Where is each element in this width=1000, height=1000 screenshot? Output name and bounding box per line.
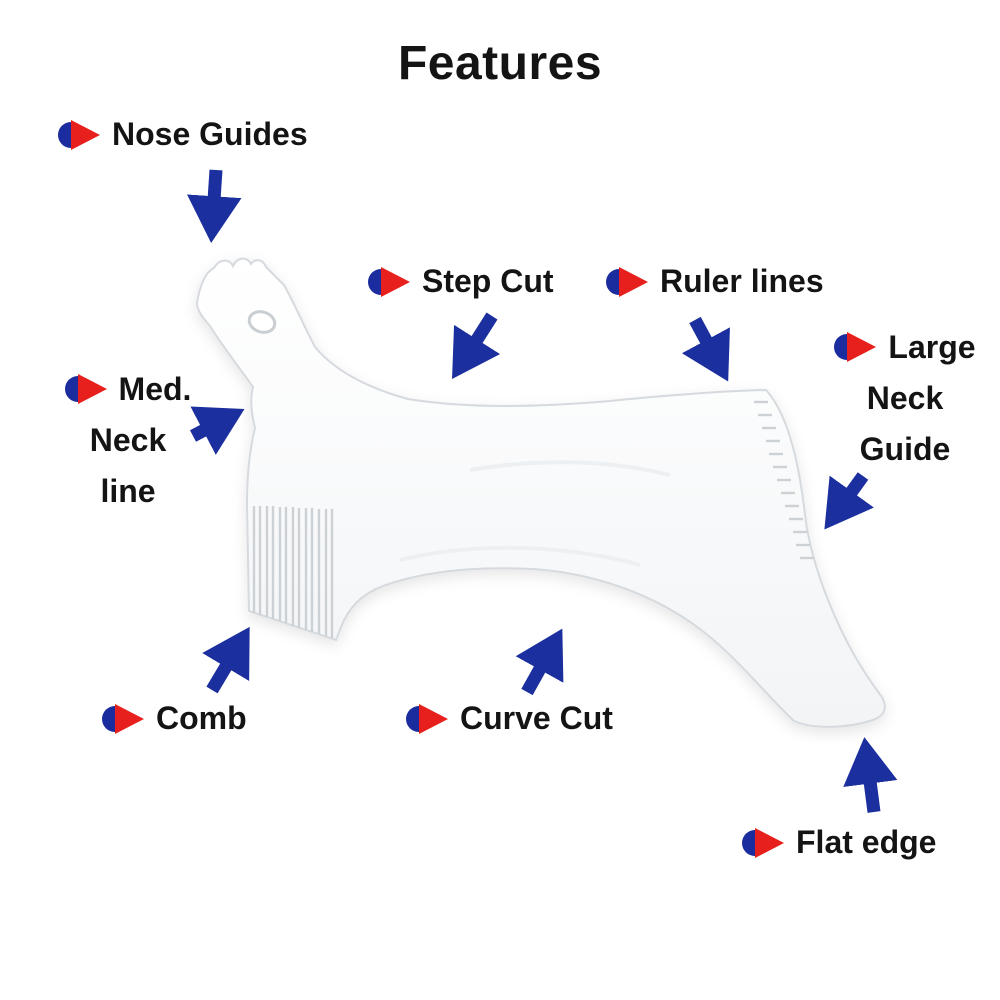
label-ruler-lines: Ruler lines bbox=[606, 263, 824, 300]
label-flat-edge: Flat edge bbox=[742, 824, 936, 861]
ruler-lines-marks bbox=[754, 400, 814, 560]
bullet-icon bbox=[58, 119, 102, 150]
label-text: Step Cut bbox=[422, 263, 554, 299]
label-step-cut: Step Cut bbox=[368, 263, 554, 300]
beard-shaper-tool bbox=[195, 257, 886, 728]
arrow-step-cut bbox=[452, 312, 501, 379]
arrow-flat-edge bbox=[843, 737, 898, 813]
bullet-icon bbox=[742, 827, 786, 858]
label-text: Comb bbox=[156, 700, 247, 736]
label-text: Curve Cut bbox=[460, 700, 613, 736]
surface-highlight bbox=[399, 545, 641, 567]
arrow-nose-guides bbox=[187, 169, 242, 243]
arrow-ruler-lines bbox=[681, 316, 730, 382]
tool-silhouette bbox=[195, 257, 886, 728]
label-text: Neck bbox=[866, 379, 944, 416]
arrow-med-neck-line bbox=[189, 406, 245, 455]
annotation-arrows bbox=[187, 169, 898, 813]
label-text: Nose Guides bbox=[112, 116, 308, 152]
surface-highlight-2 bbox=[469, 460, 671, 477]
bullet-icon bbox=[834, 332, 878, 362]
label-text: Med. bbox=[118, 370, 192, 407]
arrow-large-neck-guide bbox=[824, 472, 874, 530]
label-nose-guides: Nose Guides bbox=[58, 116, 308, 153]
comb-teeth bbox=[252, 506, 334, 638]
label-text: Flat edge bbox=[796, 824, 937, 860]
label-med-neck-line: Med. Neck line bbox=[43, 370, 213, 509]
label-text: Large bbox=[888, 328, 976, 365]
label-text: Ruler lines bbox=[660, 263, 824, 299]
arrow-curve-cut bbox=[515, 628, 564, 696]
bullet-icon bbox=[102, 703, 146, 734]
hanging-hole bbox=[247, 310, 277, 334]
page-title: Features bbox=[397, 37, 603, 90]
label-text: Neck bbox=[89, 421, 167, 458]
label-curve-cut: Curve Cut bbox=[406, 700, 613, 737]
bullet-icon bbox=[64, 374, 109, 404]
label-comb: Comb bbox=[102, 700, 247, 737]
arrow-comb bbox=[202, 626, 250, 694]
bullet-icon bbox=[606, 266, 650, 297]
label-large-neck-guide: Large Neck Guide bbox=[820, 328, 990, 467]
bullet-icon bbox=[368, 266, 412, 297]
label-text: line bbox=[100, 472, 156, 509]
label-text: Guide bbox=[859, 430, 951, 467]
bullet-icon bbox=[406, 703, 450, 734]
